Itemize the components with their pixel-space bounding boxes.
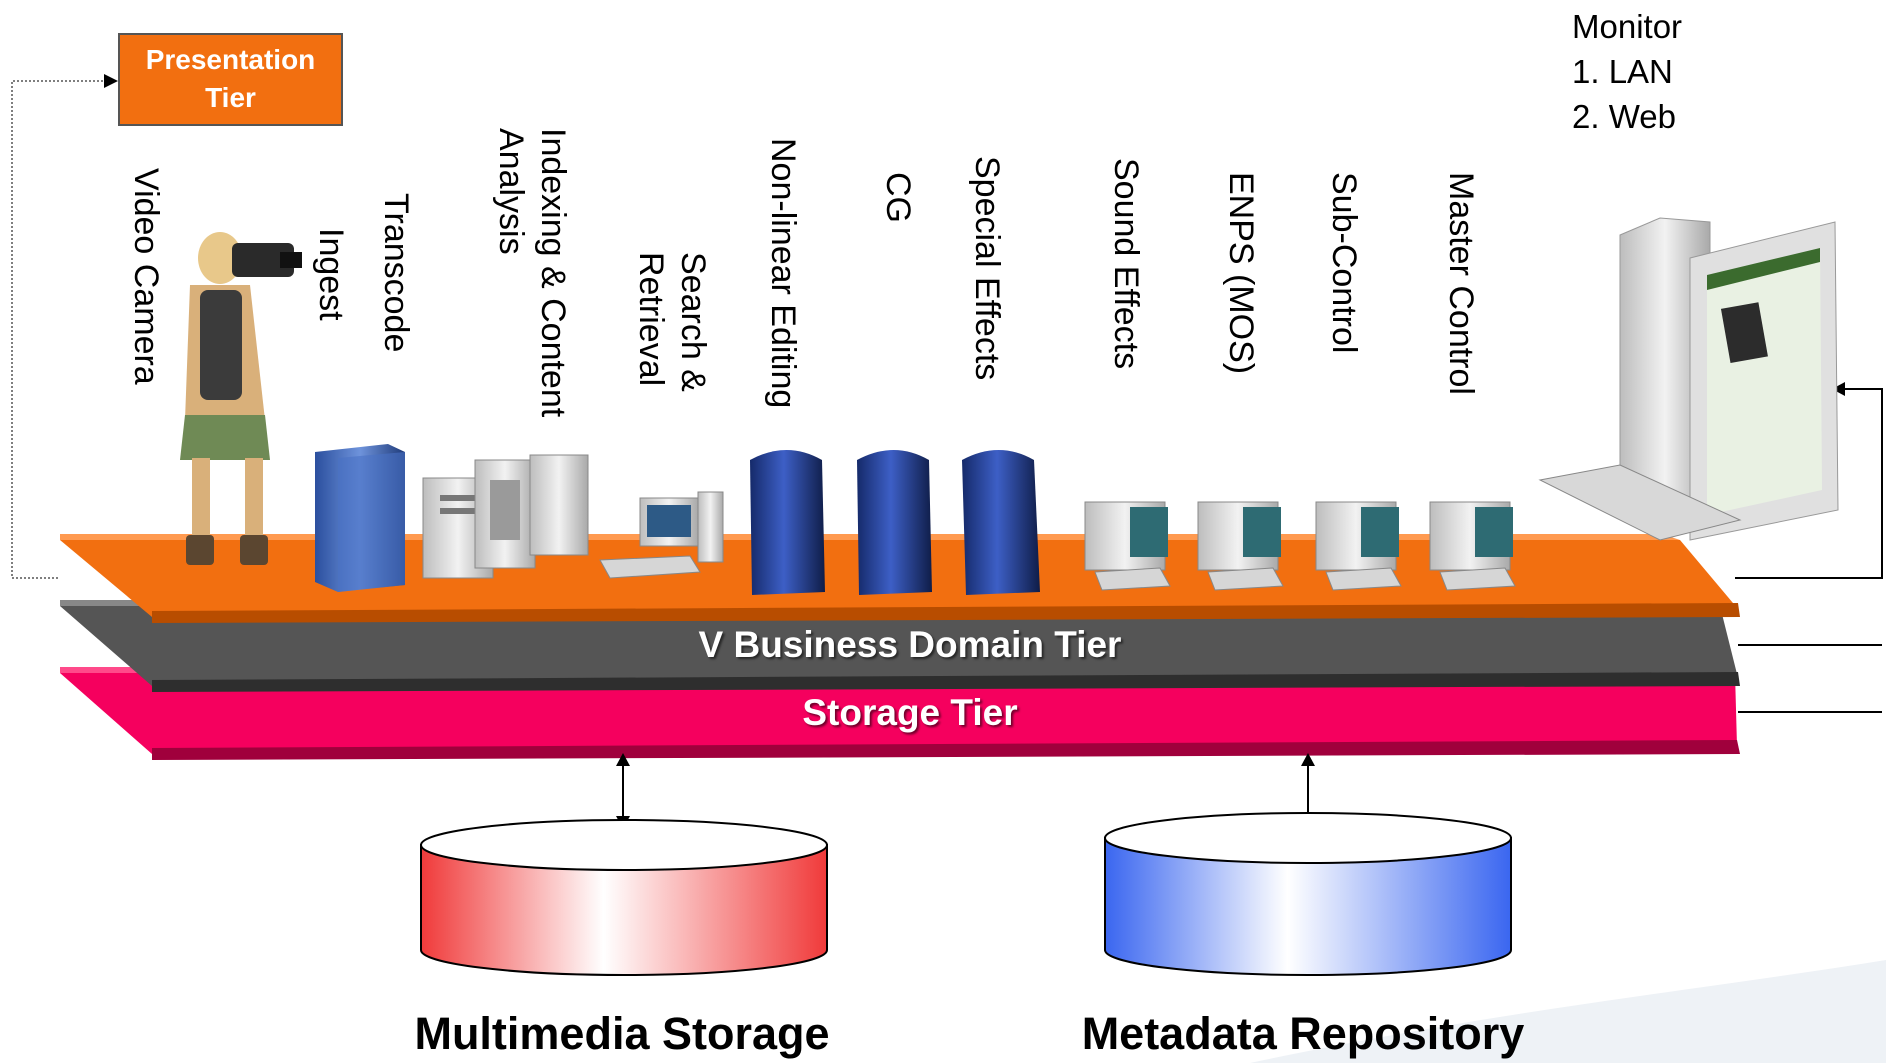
sgi-workstation-nle	[750, 450, 825, 595]
label-non-linear-editing: Non-linear Editing	[764, 138, 802, 409]
feedback-dotted-line	[11, 80, 108, 579]
label-sound-effects: Sound Effects	[1107, 158, 1145, 370]
multimedia-storage-cylinder	[420, 819, 828, 976]
label-search-line1: Search &	[674, 252, 712, 392]
multimedia-storage-label: Multimedia Storage	[414, 1008, 830, 1059]
ingest-server	[315, 444, 405, 592]
workstation-master-control	[1429, 501, 1516, 591]
presentation-tier-label-line2: Tier	[205, 82, 256, 113]
workstation-sound-effects	[1084, 501, 1171, 591]
label-sub-control: Sub-Control	[1325, 172, 1363, 354]
monitor-arrowhead	[1832, 382, 1845, 396]
business-tier-label: V Business Domain Tier	[698, 624, 1122, 665]
storage-tier-label: Storage Tier	[802, 692, 1018, 733]
label-cg: CG	[879, 172, 917, 223]
label-indexing-line1: Indexing & Content	[534, 128, 572, 418]
sgi-workstation-effects	[962, 450, 1040, 595]
feedback-arrowhead	[104, 74, 118, 88]
camera-operator-figure	[180, 232, 302, 565]
background-wave	[1250, 960, 1886, 1063]
monitor-item-lan: 1. LAN	[1572, 53, 1673, 90]
label-transcode: Transcode	[377, 193, 415, 353]
metadata-repository-cylinder	[1104, 812, 1512, 976]
label-video-camera: Video Camera	[127, 168, 165, 385]
monitor-computer	[1538, 217, 1839, 541]
arrow-storage-multimedia	[616, 753, 630, 829]
label-search-line2: Retrieval	[632, 252, 670, 387]
workstation-enps	[1197, 501, 1284, 591]
metadata-repository-label: Metadata Repository	[1081, 1008, 1525, 1059]
connector-presentation	[1735, 388, 1883, 579]
workstation-sub-control	[1315, 501, 1402, 591]
label-indexing-line2: Analysis	[492, 128, 530, 255]
sgi-workstation-cg	[857, 450, 932, 595]
monitor-item-web: 2. Web	[1572, 98, 1676, 135]
label-special-effects: Special Effects	[968, 156, 1006, 381]
label-search-retrieval: Search &Retrieval	[630, 252, 714, 392]
label-enps: ENPS (MOS)	[1222, 172, 1260, 375]
monitor-title: Monitor	[1572, 8, 1683, 45]
label-ingest: Ingest	[312, 228, 350, 321]
presentation-tier-box: Presentation Tier	[118, 33, 343, 126]
indexing-pc	[474, 454, 589, 569]
search-workstation	[599, 491, 724, 579]
label-master-control: Master Control	[1442, 172, 1480, 395]
monitor-label: Monitor 1. LAN 2. Web	[1572, 4, 1682, 139]
presentation-tier-label-line1: Presentation	[145, 44, 316, 75]
